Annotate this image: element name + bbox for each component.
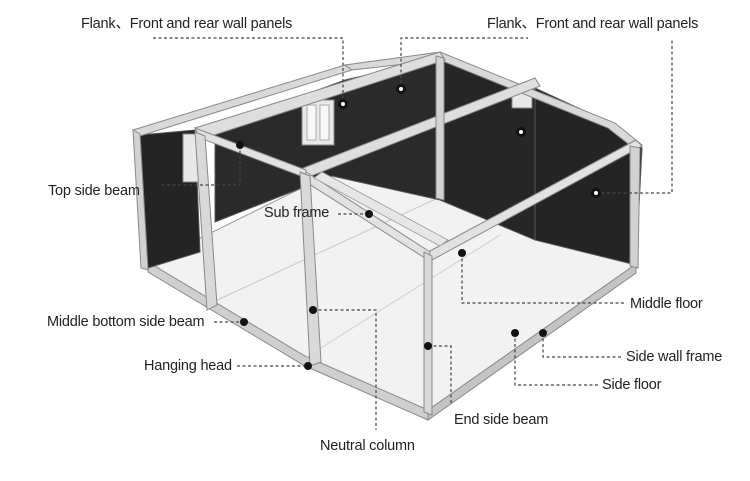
leader-flank-right	[400, 37, 528, 89]
column-back-middle	[435, 55, 445, 201]
leader-side-floor	[514, 333, 598, 386]
label-side-wall-frame: Side wall frame	[626, 349, 723, 365]
label-middle-bottom-side-beam: Middle bottom side beam	[47, 314, 205, 330]
label-top-side-beam: Top side beam	[48, 183, 140, 199]
label-flank-front-rear-left: Flank、Front and rear wall panels	[81, 16, 293, 32]
leader-middle-floor	[461, 253, 625, 304]
floor-seam	[212, 196, 441, 303]
label-hanging-head: Hanging head	[144, 358, 232, 374]
marker-side-floor	[511, 329, 519, 337]
label-middle-floor: Middle floor	[630, 296, 703, 312]
marker-neutral-column	[309, 306, 317, 314]
leader-top-side-beam	[160, 145, 241, 186]
marker-end-side-beam	[424, 342, 432, 350]
marker-highlights	[341, 87, 598, 195]
marker-hanging-head	[304, 362, 312, 370]
column-left-front	[194, 131, 218, 311]
column-middle	[299, 171, 322, 367]
column-left-back	[132, 129, 149, 271]
marker-middle-bottom-side-beam	[240, 318, 248, 326]
marker-middle-floor	[458, 249, 466, 257]
window-back	[301, 99, 335, 146]
column-right-corner	[629, 145, 641, 269]
label-flank-front-rear-right: Flank、Front and rear wall panels	[487, 16, 699, 32]
leader-side-wall-frame	[542, 333, 622, 358]
label-end-side-beam: End side beam	[454, 412, 549, 428]
label-neutral-column: Neutral column	[320, 438, 415, 454]
label-sub-frame: Sub frame	[264, 205, 330, 221]
marker-sub-frame	[365, 210, 373, 218]
sub-frame-beam	[313, 171, 449, 247]
marker-top-side-beam	[236, 141, 244, 149]
leader-end-side-beam	[428, 345, 452, 404]
label-side-floor: Side floor	[602, 377, 662, 393]
marker-side-wall-frame	[539, 329, 547, 337]
column-front	[423, 251, 433, 416]
leader-neutral-column	[313, 309, 377, 430]
leader-flank-left	[152, 37, 344, 104]
floor-seam-2	[304, 234, 501, 359]
